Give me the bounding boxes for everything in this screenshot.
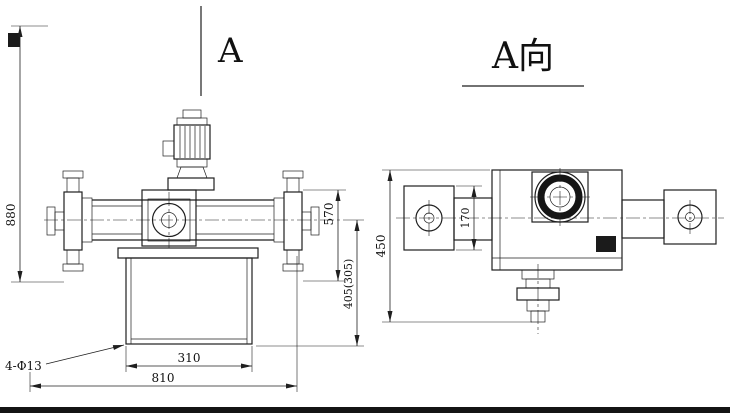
footer-bar <box>0 407 730 413</box>
base-tank <box>117 247 259 345</box>
dim-overall-width-810: 810 <box>29 256 298 392</box>
motor-flange <box>176 158 208 168</box>
dim-text-880: 880 <box>4 204 18 227</box>
page-artifact <box>8 33 20 47</box>
mounting-holes-callout: 4-Φ13 <box>5 344 125 373</box>
stud-bolt-top <box>66 177 80 193</box>
tank-body <box>125 257 253 345</box>
motor <box>162 109 215 191</box>
dim-centerline-height-405: 405(305) <box>256 219 364 347</box>
pipe-stub-cap <box>310 206 320 236</box>
side-body <box>491 168 623 271</box>
side-view-title: A向 <box>462 36 584 87</box>
mounting-holes-label: 4-Φ13 <box>5 359 42 373</box>
motor-adapter <box>176 166 208 179</box>
cylinder-stub <box>621 199 665 239</box>
dim-text-810: 810 <box>152 371 175 385</box>
motor-terminal-box <box>162 140 175 157</box>
motor-mount-flange <box>167 177 215 191</box>
dim-text-405: 405(305) <box>342 259 355 310</box>
motor-body <box>173 124 211 160</box>
dim-text-170: 170 <box>459 208 472 229</box>
pipe-stub <box>54 211 65 231</box>
stud-nut-top <box>62 170 84 179</box>
section-arrow-a: A <box>200 6 243 96</box>
pipe-stub <box>301 211 312 231</box>
left-flange-assembly <box>46 170 93 272</box>
dim-flange-height-170: 170 <box>456 185 482 251</box>
pipe-stub-cap <box>46 206 56 236</box>
stud-nut-bottom <box>282 263 304 272</box>
stud-bolt-bottom <box>66 249 80 265</box>
dim-side-height-450: 450 <box>374 169 532 323</box>
dim-tank-width-310: 310 <box>125 346 253 372</box>
dim-text-310: 310 <box>178 351 201 365</box>
gearbox <box>141 189 197 248</box>
section-label: A <box>217 31 243 71</box>
dim-text-450: 450 <box>374 235 388 258</box>
side-view: A向 <box>374 36 724 334</box>
flange-inner-plate <box>273 197 285 243</box>
right-flange-assembly <box>273 170 320 272</box>
motor-fan-cover <box>176 117 208 126</box>
side-right-arm <box>621 189 717 245</box>
flange-inner-plate <box>81 197 93 243</box>
stud-nut-bottom <box>62 263 84 272</box>
motor-cap <box>182 109 202 119</box>
leader-line <box>45 344 125 365</box>
stud-nut-top <box>282 170 304 179</box>
plunger-cylinder <box>44 199 344 241</box>
dim-text-570: 570 <box>322 203 336 226</box>
flange-plate <box>63 191 83 251</box>
dim-overall-height-880: 880 <box>4 25 64 283</box>
end-flange-plate <box>663 189 717 245</box>
base-plate <box>117 247 259 259</box>
dim-height-570: 570 <box>303 189 346 282</box>
suction-valve-stack <box>516 264 560 334</box>
front-view: A <box>4 6 364 392</box>
view-title-text: A向 <box>491 36 554 77</box>
stud-bolt-top <box>286 177 300 193</box>
body-outline <box>491 169 623 271</box>
flange-plate <box>283 191 303 251</box>
nameplate-block <box>596 236 616 252</box>
